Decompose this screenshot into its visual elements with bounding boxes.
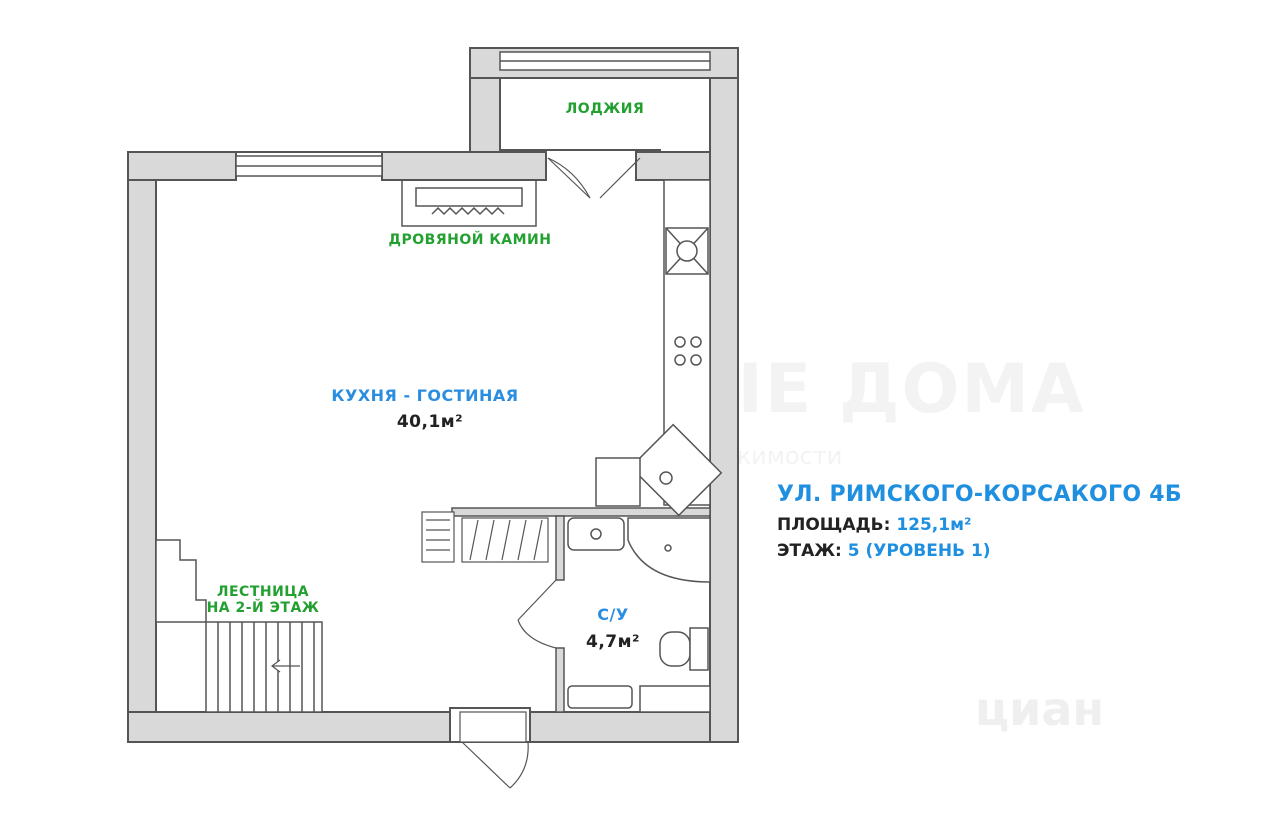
living-room-label: КУХНЯ - ГОСТИНАЯ [331,386,519,405]
area-row: ПЛОЩАДЬ: 125,1м² [777,515,1182,535]
fireplace-icon [401,179,537,227]
bath-door-icon [517,579,557,649]
wardrobe-icon [421,511,549,563]
stairs-icon [155,539,323,713]
living-room-area: 40,1м² [396,412,464,432]
windows [235,51,711,177]
loggia-door-icon [547,157,641,199]
floor-label: ЭТАЖ: [777,541,842,561]
stairs-label-line2: НА 2-Й ЭТАЖ [206,600,320,616]
watermark-logo: циан [975,682,1105,736]
walls [127,47,739,743]
bath-fixtures [567,517,711,709]
stairs-label-line1: ЛЕСТНИЦА [216,584,310,600]
bath-area: 4,7м² [586,632,640,652]
address: УЛ. РИМСКОГО-КОРСАКОГО 4Б [777,482,1182,507]
property-info: УЛ. РИМСКОГО-КОРСАКОГО 4Б ПЛОЩАДЬ: 125,1… [777,482,1182,567]
entrance-door-icon [459,711,529,789]
kitchen-counter [595,179,723,517]
bath-label: С/У [597,605,629,624]
interior-walls [451,507,711,713]
area-value: 125,1м² [896,515,972,535]
floor-row: ЭТАЖ: 5 (УРОВЕНЬ 1) [777,541,1182,561]
floor-value: 5 (УРОВЕНЬ 1) [847,541,991,561]
fireplace-label: ДРОВЯНОЙ КАМИН [388,232,552,248]
loggia-label: ЛОДЖИЯ [565,101,645,117]
area-label: ПЛОЩАДЬ: [777,515,891,535]
